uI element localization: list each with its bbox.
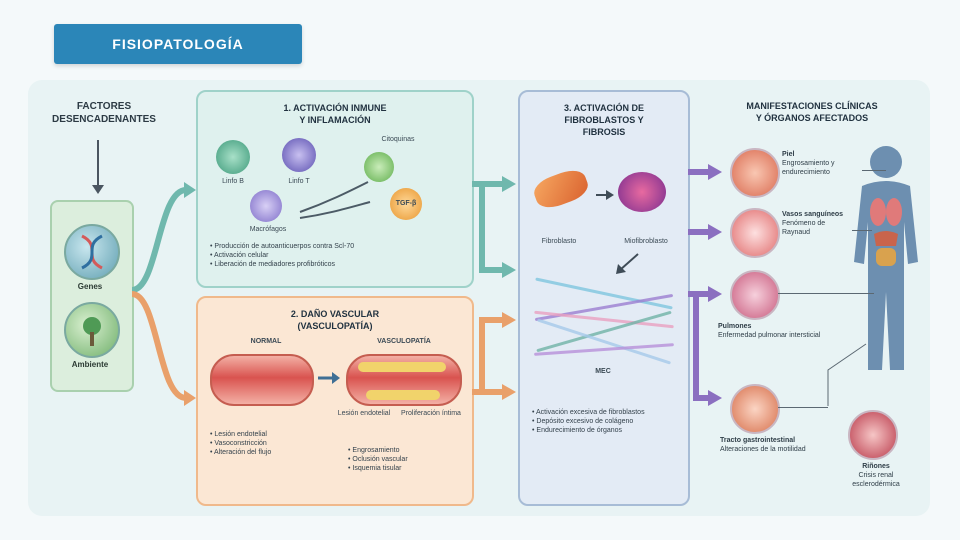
b-cell-icon [216, 140, 250, 174]
fibroblast-label: Fibroblasto [524, 238, 594, 245]
vascular-title-line1: 2. DAÑO VASCULAR [198, 308, 472, 320]
myofibroblast-label: Miofibroblasto [608, 238, 684, 245]
diagram-title: FISIOPATOLOGÍA [54, 24, 302, 64]
kidneys-info: Riñones Crisis renal esclerodérmica [836, 462, 916, 489]
immune-bullet-1: Producción de autoanticuerpos contra Scl… [210, 242, 460, 251]
gi-name: Tracto gastrointestinal [720, 436, 830, 445]
lungs-icon [730, 270, 780, 320]
gi-tract-icon [730, 384, 780, 434]
human-body-icon [846, 142, 926, 372]
triggers-label-line2: DESENCADENANTES [34, 113, 174, 126]
vascular-right-bullet-2: Oclusión vascular [348, 455, 458, 464]
lungs-desc: Enfermedad pulmonar intersticial [718, 331, 828, 340]
to-organs-arrows [686, 160, 726, 410]
fibrosis-panel-title: 3. ACTIVACIÓN DE FIBROBLASTOS Y FIBROSIS [520, 102, 688, 138]
vascular-panel-title: 2. DAÑO VASCULAR (VASCULOPATÍA) [198, 308, 472, 332]
plaque-bottom-icon [366, 390, 440, 400]
vascular-right-bullet-1: Engrosamiento [348, 446, 458, 455]
vasculopathy-label: VASCULOPATÍA [344, 338, 464, 345]
environment-label: Ambiente [52, 360, 128, 369]
title-text: FISIOPATOLOGÍA [112, 36, 243, 52]
endothelial-injury-label: Lesión endotelial [334, 410, 394, 417]
triggers-label-line1: FACTORES [34, 100, 174, 113]
normal-vessel-icon [210, 354, 314, 406]
immune-title-line2: Y INFLAMACIÓN [198, 114, 472, 126]
intimal-proliferation-label: Proliferación íntima [396, 410, 466, 417]
activated-cell-icon [364, 152, 394, 182]
triggers-label: FACTORES DESENCADENANTES [34, 100, 174, 126]
lungs-connector [778, 293, 874, 294]
fibrosis-bullet-2: Depósito excesivo de colágeno [532, 417, 680, 426]
matrix-arrow [612, 252, 642, 278]
gi-body-connector [826, 340, 876, 410]
myofibroblast-icon [618, 172, 666, 212]
vascular-left-bullet-3: Alteración del flujo [210, 448, 320, 457]
left-branch-arrows [128, 170, 198, 410]
manifestations-title-line1: MANIFESTACIONES CLÍNICAS [712, 100, 912, 112]
macrophage-label: Macrófagos [238, 226, 298, 233]
vessels-info: Vasos sanguíneos Fenómeno de Raynaud [782, 210, 852, 237]
tgf-beta-label: TGF-β [390, 200, 422, 207]
lungs-info: Pulmones Enfermedad pulmonar intersticia… [718, 322, 828, 340]
fibrosis-bullets: Activación excesiva de fibroblastos Depó… [532, 408, 680, 435]
immune-bullet-3: Liberación de mediadores profibróticos [210, 260, 460, 269]
normal-vessel-label: NORMAL [216, 338, 316, 345]
dna-icon [64, 224, 120, 280]
manifestations-title: MANIFESTACIONES CLÍNICAS Y ÓRGANOS AFECT… [712, 100, 912, 124]
triggers-arrow [97, 140, 99, 186]
kidneys-icon [848, 410, 898, 460]
vascular-title-line2: (VASCULOPATÍA) [198, 320, 472, 332]
vessels-icon [730, 208, 780, 258]
genes-label: Genes [52, 282, 128, 291]
fibrosis-title-line3: FIBROSIS [520, 126, 688, 138]
gi-desc: Alteraciones de la motilidad [720, 445, 830, 454]
vascular-bullets-left: Lesión endotelial Vasoconstricción Alter… [210, 430, 320, 457]
gi-connector [778, 407, 828, 408]
fibrosis-bullet-3: Endurecimiento de órganos [532, 426, 680, 435]
cytokines-label: Citoquinas [368, 136, 428, 143]
vessels-desc: Fenómeno de Raynaud [782, 219, 852, 237]
to-fibrosis-arrows [470, 170, 520, 410]
plaque-top-icon [358, 362, 446, 372]
gi-info: Tracto gastrointestinal Alteraciones de … [720, 436, 830, 454]
kidneys-name: Riñones [836, 462, 916, 471]
skin-connector [862, 170, 886, 171]
vessels-connector [852, 230, 872, 231]
matrix-label: MEC [568, 368, 638, 375]
immune-panel-title: 1. ACTIVACIÓN INMUNE Y INFLAMACIÓN [198, 102, 472, 126]
vascular-left-bullet-1: Lesión endotelial [210, 430, 320, 439]
environment-icon [64, 302, 120, 358]
fibrosis-title-line2: FIBROBLASTOS Y [520, 114, 688, 126]
immune-bullet-2: Activación celular [210, 251, 460, 260]
vascular-left-bullet-2: Vasoconstricción [210, 439, 320, 448]
skin-icon [730, 148, 780, 198]
immune-bullets: Producción de autoanticuerpos contra Scl… [210, 242, 460, 269]
b-cell-label: Linfo B [208, 178, 258, 185]
immune-title-line1: 1. ACTIVACIÓN INMUNE [198, 102, 472, 114]
lungs-name: Pulmones [718, 322, 828, 331]
vascular-bullets-right: Engrosamiento Oclusión vascular Isquemia… [348, 446, 458, 473]
fibrosis-title-line1: 3. ACTIVACIÓN DE [520, 102, 688, 114]
kidneys-desc: Crisis renal esclerodérmica [836, 471, 916, 489]
vessels-name: Vasos sanguíneos [782, 210, 852, 219]
fibroblast-icon [530, 166, 591, 213]
macrophage-icon [250, 190, 282, 222]
fibroblast-arrow [594, 188, 616, 202]
fibrosis-bullet-1: Activación excesiva de fibroblastos [532, 408, 680, 417]
collagen-matrix-icon [534, 282, 674, 362]
manifestations-title-line2: Y ÓRGANOS AFECTADOS [712, 112, 912, 124]
immune-activation-panel: 1. ACTIVACIÓN INMUNE Y INFLAMACIÓN Linfo… [196, 90, 474, 288]
vascular-damage-panel: 2. DAÑO VASCULAR (VASCULOPATÍA) NORMAL V… [196, 296, 474, 506]
fibrosis-panel: 3. ACTIVACIÓN DE FIBROBLASTOS Y FIBROSIS… [518, 90, 690, 506]
vessel-arrow [316, 370, 342, 386]
vascular-right-bullet-3: Isquemia tisular [348, 464, 458, 473]
triggers-box: Genes Ambiente [50, 200, 134, 392]
